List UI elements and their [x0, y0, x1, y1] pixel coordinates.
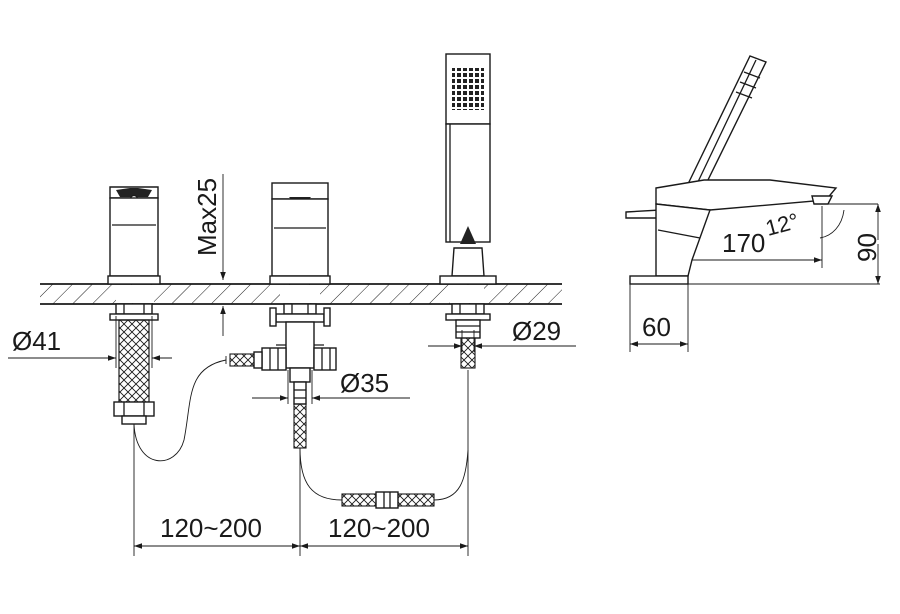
dim-side: 170 12° 90 60 [630, 203, 882, 347]
dim-dia41: Ø41 [8, 316, 172, 368]
depth-label: 60 [642, 312, 671, 342]
center-diverter [225, 182, 337, 449]
dim-dia29: Ø29 [428, 316, 576, 352]
left-valve [107, 186, 161, 425]
angle-label: 12° [763, 208, 802, 241]
dia35-label: Ø35 [340, 368, 389, 398]
spacing-right-label: 120~200 [328, 513, 430, 543]
side-view-faucet [625, 55, 880, 352]
dim-dia35: Ø35 [252, 368, 410, 404]
countertop [40, 283, 562, 305]
dia29-label: Ø29 [512, 316, 561, 346]
spout-length-label: 170 [722, 228, 765, 258]
height-label: 90 [852, 233, 882, 262]
dim-spacing: 120~200 120~200 [133, 424, 469, 556]
hand-shower [439, 53, 497, 369]
max25-label: Max25 [192, 178, 222, 256]
spacing-left-label: 120~200 [160, 513, 262, 543]
dim-max25: Max25 [192, 174, 226, 336]
dia41-label: Ø41 [12, 326, 61, 356]
